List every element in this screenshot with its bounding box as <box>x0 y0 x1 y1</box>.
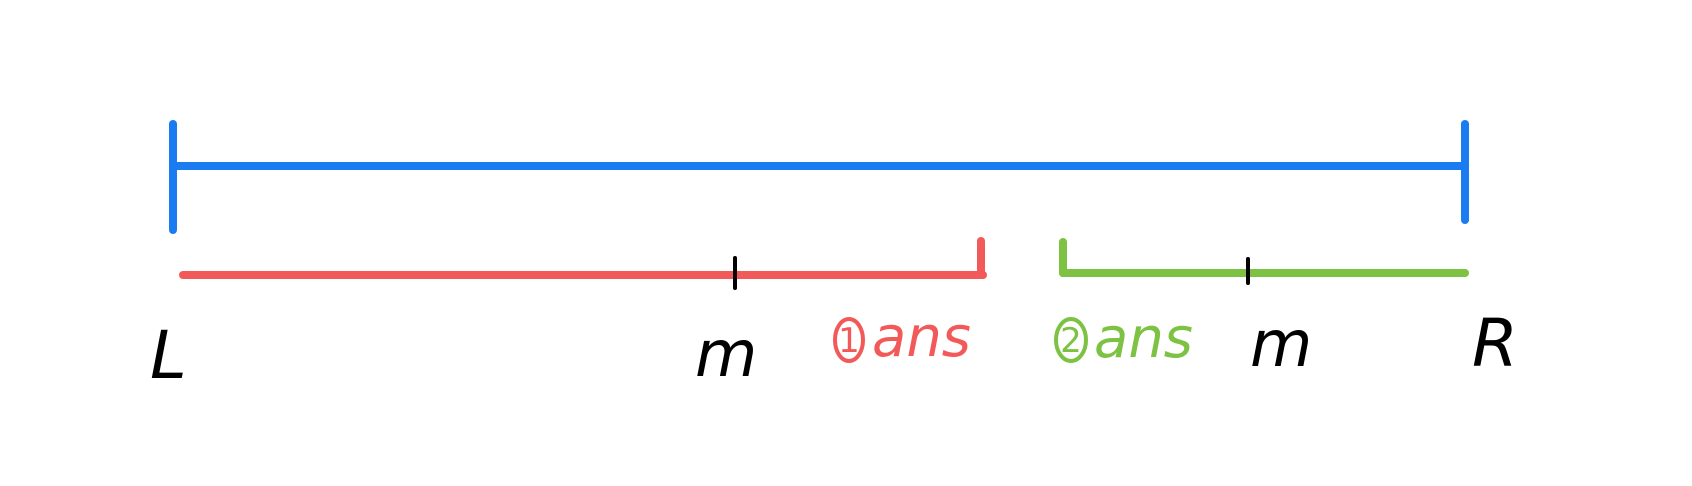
left-end-label: L <box>150 317 187 394</box>
left-mid-label: m <box>695 318 757 392</box>
left-half-segment <box>179 237 987 290</box>
right-end-label: R <box>1472 305 1518 382</box>
answer-two-text: ans <box>1094 306 1193 371</box>
answer-one-text: ans <box>872 305 971 370</box>
right-mid-label: m <box>1250 308 1312 382</box>
answer-two: 2 ans <box>1054 306 1193 371</box>
full-range-segment <box>169 120 1469 234</box>
right-half-segment <box>1059 238 1469 285</box>
answer-two-index: 2 <box>1060 321 1082 361</box>
answer-one-index: 1 <box>838 321 860 361</box>
answer-one: 1 ans <box>833 305 971 370</box>
answer-one-circle <box>833 317 865 363</box>
answer-two-circle <box>1054 317 1088 363</box>
